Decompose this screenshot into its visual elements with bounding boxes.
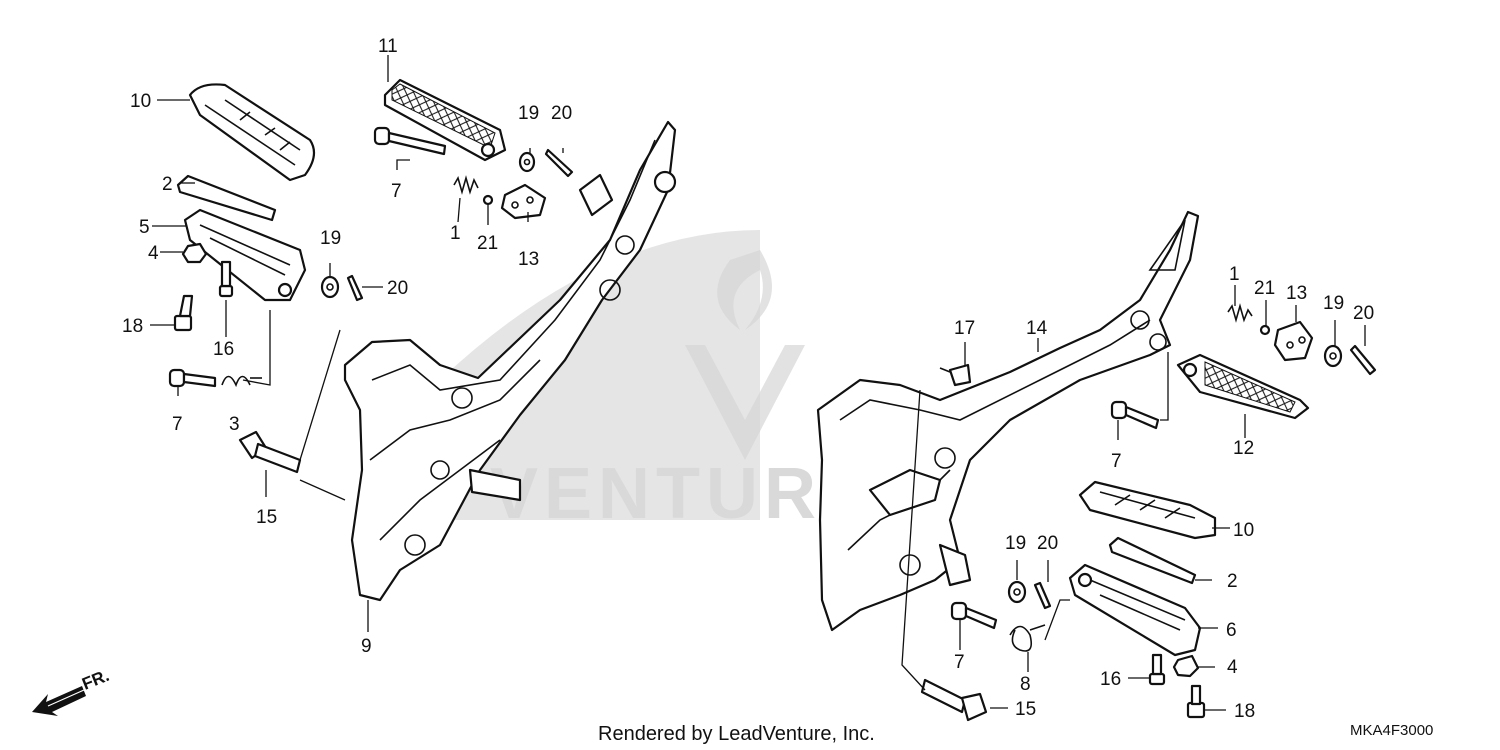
callout-3: 3 [229, 414, 240, 435]
right-bolt-part-18 [1186, 684, 1206, 719]
right-cotter-pin-20-lower [1033, 581, 1052, 610]
left-pin-7-lower [168, 368, 217, 388]
left-cotter-pin-20-lower [346, 274, 364, 302]
right-cotter-pin-20-upper [1349, 344, 1377, 376]
callout-labels: 11 10 19 20 2 7 1 21 13 5 19 20 4 18 16 … [122, 36, 1374, 722]
right-leader-lines [901, 285, 1366, 711]
watermark: VENTURE [440, 230, 876, 534]
left-leader-lines [150, 55, 564, 632]
right-rubber-part-10 [1078, 480, 1217, 540]
right-bolt-part-16 [1148, 653, 1166, 686]
callout-5: 5 [139, 217, 150, 238]
left-bracket-part-9 [343, 120, 677, 602]
diagram-code: MKA4F3000 [1350, 722, 1433, 739]
callout-7-left-lower: 7 [172, 414, 183, 435]
callout-16-left: 16 [213, 339, 234, 360]
callout-10-left: 10 [130, 91, 151, 112]
left-bolt-part-16 [218, 260, 234, 298]
callout-12: 12 [1233, 438, 1254, 459]
callout-21-right: 21 [1254, 278, 1275, 299]
front-label: FR. [79, 666, 112, 694]
callout-7-right-upper: 7 [1111, 451, 1122, 472]
callout-15-right: 15 [1015, 699, 1036, 720]
right-plate-part-13 [1273, 320, 1314, 362]
right-footpeg-part-6 [1068, 563, 1202, 657]
right-spring-part-8 [1009, 624, 1046, 652]
right-washer-19-upper [1323, 344, 1343, 368]
callout-13-left: 13 [518, 249, 539, 270]
callout-19-right-lower: 19 [1005, 533, 1026, 554]
left-nut-part-4 [181, 242, 208, 264]
left-cotter-pin-20-upper [544, 148, 574, 178]
callout-15-left: 15 [256, 507, 277, 528]
left-ball-part-21 [482, 194, 494, 206]
callout-18-left: 18 [122, 316, 143, 337]
callout-11: 11 [378, 36, 398, 57]
left-washer-19-lower [320, 275, 340, 299]
right-washer-19-lower [1007, 580, 1027, 604]
callout-2-left: 2 [162, 174, 173, 195]
right-nut-part-4 [1172, 654, 1200, 678]
callout-9: 9 [361, 636, 372, 657]
callout-1-right: 1 [1229, 264, 1240, 285]
front-direction-indicator: FR. [32, 666, 112, 716]
svg-text:VENTURE: VENTURE [490, 454, 876, 534]
right-ball-part-21 [1259, 324, 1271, 336]
callout-10-right: 10 [1233, 520, 1254, 541]
left-pin-7-top [373, 126, 447, 156]
right-plate-part-2 [1108, 536, 1197, 585]
right-bracket-part-14 [816, 210, 1200, 632]
left-bolt-part-18 [173, 294, 194, 332]
left-spring-part-3 [221, 375, 262, 388]
callout-17: 17 [954, 318, 975, 339]
callout-14: 14 [1026, 318, 1048, 339]
callout-7-right-lower: 7 [954, 652, 965, 673]
callout-6: 6 [1226, 620, 1237, 641]
callout-20-right-upper: 20 [1353, 303, 1374, 324]
callout-4-left: 4 [148, 243, 159, 264]
left-footpeg-part-11 [383, 78, 507, 162]
callout-21-left: 21 [477, 233, 498, 254]
callout-4-right: 4 [1227, 657, 1238, 678]
right-pin-7-lower [950, 601, 998, 630]
callout-13-right: 13 [1286, 283, 1307, 304]
right-pin-7-upper [1110, 400, 1160, 430]
callout-19-left-lower: 19 [320, 228, 341, 249]
callout-18-right: 18 [1234, 701, 1255, 722]
left-plate-part-13 [500, 183, 547, 220]
callout-1-left: 1 [450, 223, 461, 244]
left-rubber-part-10 [188, 83, 316, 182]
callout-19-right-upper: 19 [1323, 293, 1344, 314]
callout-20-right-lower: 20 [1037, 533, 1058, 554]
rendered-by-credit: Rendered by LeadVenture, Inc. [598, 723, 875, 745]
callout-8: 8 [1020, 674, 1031, 695]
callout-19-left-upper: 19 [518, 103, 539, 124]
right-spring-part-1 [1227, 303, 1253, 323]
right-footpeg-part-12 [1176, 353, 1310, 420]
left-bolt-part-15 [238, 430, 302, 474]
callout-20-left-upper: 20 [551, 103, 572, 124]
callout-7-left-upper: 7 [391, 181, 402, 202]
left-spring-part-1 [453, 175, 479, 195]
right-screw-part-17 [939, 363, 972, 387]
right-bolt-part-15 [920, 678, 988, 722]
callout-16-right: 16 [1100, 669, 1121, 690]
left-washer-19-upper [518, 151, 536, 173]
left-plate-part-2 [176, 174, 277, 222]
callout-2-right: 2 [1227, 571, 1238, 592]
callout-20-left-lower: 20 [387, 278, 408, 299]
